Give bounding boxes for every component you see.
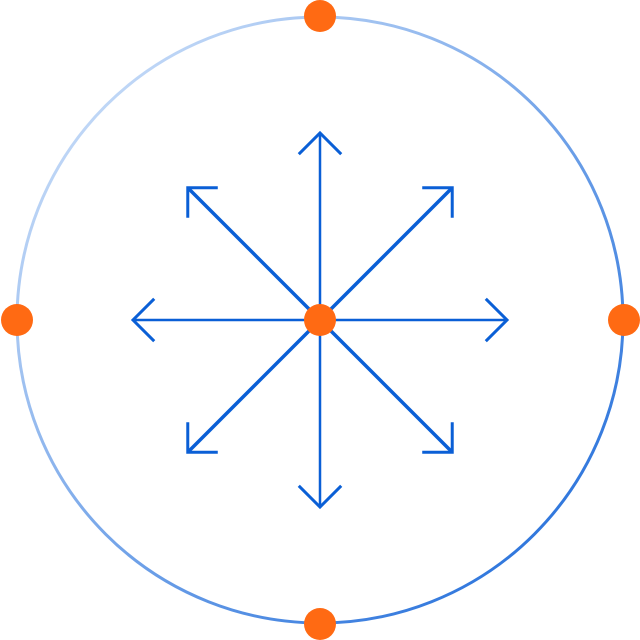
arrow-northwest bbox=[186, 186, 322, 322]
arrow-shaft bbox=[318, 186, 454, 322]
arrowhead bbox=[297, 130, 343, 156]
direction-arrows bbox=[130, 130, 510, 510]
arrow-south bbox=[297, 320, 343, 510]
arrow-east bbox=[320, 297, 510, 343]
dot-right bbox=[608, 304, 640, 336]
dot-center bbox=[304, 304, 336, 336]
arrow-southeast bbox=[318, 318, 454, 454]
arrow-shaft bbox=[186, 318, 322, 454]
arrowhead bbox=[130, 297, 156, 343]
dot-bottom bbox=[304, 608, 336, 640]
arrowhead bbox=[422, 186, 454, 218]
arrow-shaft bbox=[318, 318, 454, 454]
arrow-northeast bbox=[318, 186, 454, 322]
arrowhead bbox=[422, 422, 454, 454]
arrowhead bbox=[297, 484, 343, 510]
arrow-west bbox=[130, 297, 320, 343]
dot-top bbox=[304, 0, 336, 32]
arrow-north bbox=[297, 130, 343, 320]
arrow-southwest bbox=[186, 318, 322, 454]
arrowhead bbox=[186, 186, 218, 218]
arrow-shaft bbox=[186, 186, 322, 322]
arrowhead bbox=[484, 297, 510, 343]
dot-left bbox=[1, 304, 33, 336]
arrowhead bbox=[186, 422, 218, 454]
